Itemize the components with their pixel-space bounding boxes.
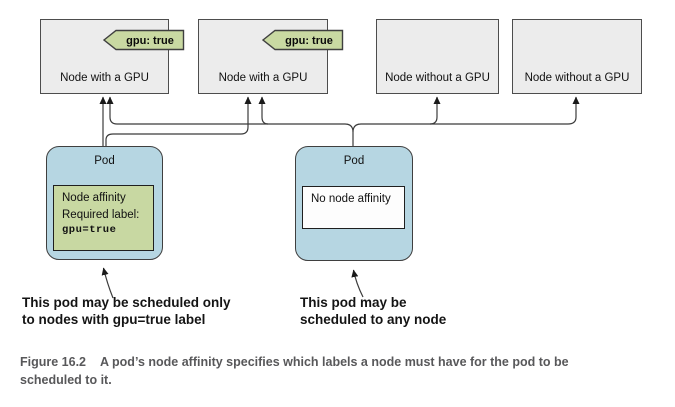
gpu-label-tag: gpu: true [103, 29, 185, 51]
affinity-subtitle: Required label: [62, 209, 140, 221]
annotation-pod2-scheduling: This pod may be scheduled to any node [300, 295, 446, 328]
arrow-pod1-to-node2 [105, 96, 252, 146]
annotation-pod1-scheduling: This pod may be scheduled only to nodes … [22, 295, 231, 328]
tag-shape-icon [262, 29, 344, 51]
node-label: Node with a GPU [60, 72, 149, 84]
node-affinity-box: Node affinity Required label: gpu=true [53, 185, 154, 251]
pod-without-affinity: Pod No node affinity [295, 146, 413, 261]
node-with-gpu-2: Node with a GPU gpu: true [198, 19, 344, 94]
pod-with-affinity: Pod Node affinity Required label: gpu=tr… [46, 146, 163, 260]
figure-caption: Figure 16.2 A pod’s node affinity specifi… [20, 353, 650, 389]
annotation-line: This pod may be [300, 295, 407, 310]
node-without-gpu-1: Node without a GPU [376, 19, 499, 94]
caption-text: A pod’s node affinity specifies which la… [100, 355, 569, 369]
node-with-gpu-1: Node with a GPU gpu: true [40, 19, 185, 94]
node-label: Node without a GPU [524, 72, 630, 84]
annotation-line: scheduled to any node [300, 311, 447, 327]
node-label: Node without a GPU [385, 72, 490, 84]
node-without-gpu-2: Node without a GPU [512, 19, 642, 94]
pod-title: Pod [94, 155, 115, 167]
no-node-affinity-box: No node affinity [302, 186, 405, 229]
annotation1-arrow [101, 267, 114, 299]
arrow-pod2-to-node4 [352, 96, 580, 133]
pod-title: Pod [343, 155, 365, 167]
annotation2-arrow [351, 269, 364, 298]
arrow-pod2-to-node2 [258, 96, 269, 125]
figure-number: Figure 16.2 [20, 355, 86, 369]
gpu-tag-label: gpu: true [126, 35, 174, 47]
tag-shape-icon [103, 29, 185, 51]
arrow-pod2-to-node1 [106, 96, 354, 146]
arrow-pod2-to-node3 [429, 96, 441, 125]
node-label: Node with a GPU [218, 72, 308, 84]
caption-line-1: Figure 16.2 A pod’s node affinity specifi… [20, 353, 650, 371]
annotation-line: to nodes with gpu=true label [22, 311, 206, 327]
caption-line-2: scheduled to it. [20, 373, 112, 387]
gpu-tag-label: gpu: true [285, 35, 333, 47]
annotation-line: This pod may be scheduled only [22, 295, 231, 310]
affinity-required-label-code: gpu=true [62, 224, 117, 236]
affinity-title: Node affinity [62, 192, 126, 204]
no-affinity-text: No node affinity [311, 193, 391, 205]
gpu-label-tag: gpu: true [262, 29, 344, 51]
